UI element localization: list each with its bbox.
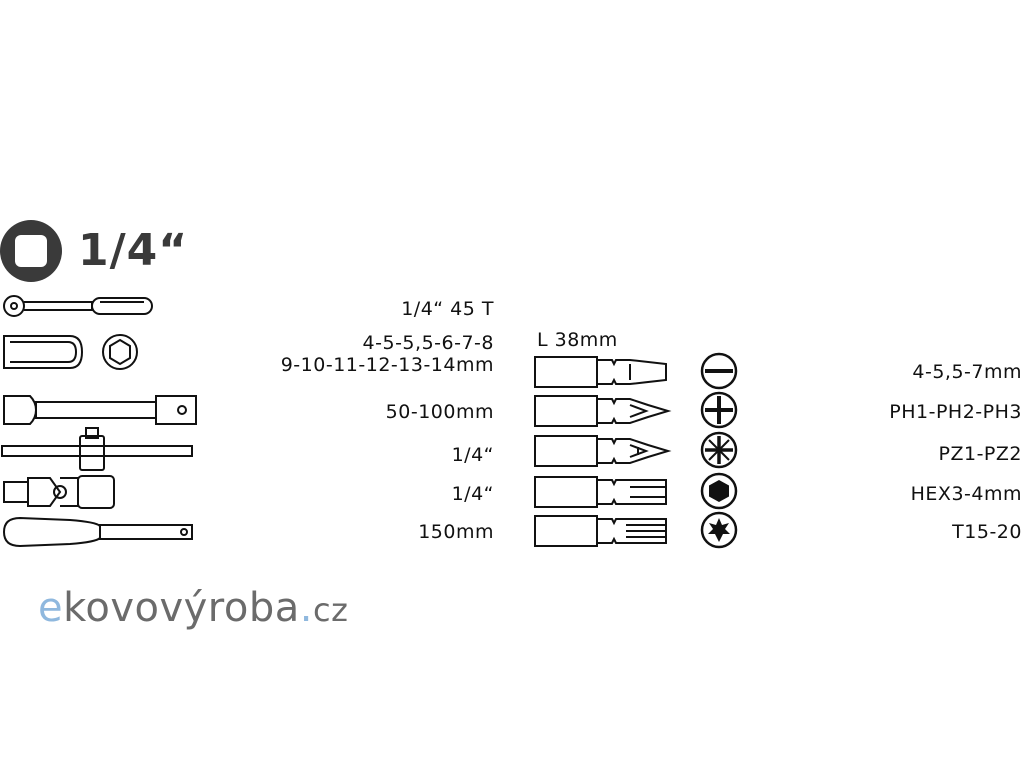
slotted-spec: 4-5,5-7mm	[912, 361, 1022, 383]
ekovovyroba-logo: ekovovýroba.cz	[38, 585, 348, 631]
ratchet-spec: 1/4“ 45 T	[401, 298, 494, 320]
t-handle-spec: 1/4“	[451, 444, 494, 466]
logo-cz: cz	[312, 591, 349, 629]
slotted-bit-icon	[534, 356, 667, 388]
phillips-spec: PH1-PH2-PH3	[889, 401, 1022, 423]
logo-kovovyroba: kovovýroba	[63, 585, 300, 631]
logo-dot: .	[299, 585, 313, 631]
hex-bit-icon	[534, 476, 667, 508]
universal-joint-spec: 1/4“	[451, 483, 494, 505]
universal-joint-icon	[3, 475, 115, 509]
socket-sizes-line2: 9-10-11-12-13-14mm	[280, 354, 494, 376]
bit-length-label: L 38mm	[537, 329, 618, 351]
torx-tip-icon	[700, 511, 738, 549]
hex-tip-icon	[700, 472, 738, 510]
t-handle-icon	[1, 427, 193, 471]
phillips-tip-icon	[700, 391, 738, 429]
square-drive-icon	[0, 220, 62, 282]
phillips-bit-icon	[534, 395, 672, 427]
drive-size-title: 1/4“	[78, 225, 189, 276]
pozidriv-tip-icon	[700, 431, 738, 469]
screwdriver-handle-icon	[2, 516, 193, 548]
slotted-tip-icon	[700, 352, 738, 390]
pozidriv-spec: PZ1-PZ2	[938, 443, 1022, 465]
extension-spec: 50-100mm	[385, 401, 494, 423]
socket-icon	[3, 334, 138, 370]
extension-bar-icon	[3, 395, 197, 425]
pozidriv-bit-icon	[534, 435, 672, 467]
hex-spec: HEX3-4mm	[910, 483, 1022, 505]
torx-spec: T15-20	[952, 521, 1022, 543]
socket-sizes-line1: 4-5-5,5-6-7-8	[362, 332, 494, 354]
logo-e: e	[38, 585, 64, 631]
ratchet-icon	[3, 295, 153, 317]
handle-spec: 150mm	[418, 521, 494, 543]
torx-bit-icon	[534, 515, 667, 547]
